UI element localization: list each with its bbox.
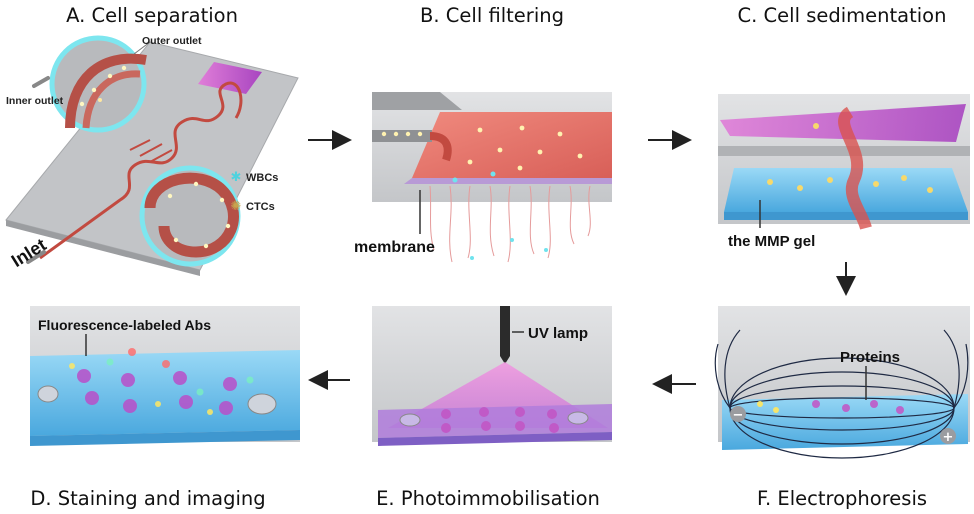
panel-staining-imaging: Fluorescence-labeled Abs xyxy=(30,306,300,446)
staining-gel xyxy=(30,350,300,436)
proteins-label: Proteins xyxy=(840,349,900,366)
inner-outlet-label: Inner outlet xyxy=(6,95,64,107)
uv-lamp-tip xyxy=(500,356,510,364)
magnified-spiral xyxy=(144,172,239,258)
outer-outlet-label: Outer outlet xyxy=(142,35,202,47)
serpentine-channel xyxy=(39,81,243,260)
cathode xyxy=(730,406,746,422)
cell-legend: ✱ WBCs ✺ CTCs xyxy=(231,170,279,214)
panel-cell-separation: Outer outlet Inner outlet Inlet ✱ WBCs ✺… xyxy=(5,35,299,276)
title-photoimmobilisation: E. Photoimmobilisation xyxy=(376,487,600,510)
filtered-fibers xyxy=(429,185,591,263)
anode xyxy=(940,428,956,444)
inflow-stream xyxy=(429,132,452,162)
inner-outlet-arrow xyxy=(32,76,50,88)
inlet-arrow xyxy=(26,250,46,264)
inlet-tube xyxy=(372,130,432,142)
inlet-label: Inlet xyxy=(8,235,50,272)
uv-lamp-label: UV lamp xyxy=(528,325,588,342)
title-staining-imaging: D. Staining and imaging xyxy=(30,487,265,510)
electrophoresis-gel xyxy=(722,394,968,450)
title-electrophoresis: F. Electrophoresis xyxy=(757,487,927,510)
sedimentation-flow xyxy=(838,106,872,230)
filter-membrane xyxy=(412,112,612,178)
fluorescence-abs-label: Fluorescence-labeled Abs xyxy=(38,317,211,333)
mmp-gel-label: the MMP gel xyxy=(728,233,815,250)
minus-label: − xyxy=(733,408,744,423)
wbc-label: WBCs xyxy=(246,172,278,184)
ctc-icon: ✺ xyxy=(231,199,242,214)
channel-turns xyxy=(129,139,173,163)
outlet-pad xyxy=(198,62,262,94)
stained-bands xyxy=(77,369,237,415)
ctc-label: CTCs xyxy=(246,201,275,213)
panel-electrophoresis: − + Proteins xyxy=(714,306,970,459)
uv-lamp-body xyxy=(500,306,510,356)
magnified-channel-outer xyxy=(65,53,147,129)
wbc-icon: ✱ xyxy=(231,170,242,185)
title-cell-sedimentation: C. Cell sedimentation xyxy=(738,4,947,27)
immobilised-bands xyxy=(441,407,559,433)
membrane-label: membrane xyxy=(354,239,435,256)
panel-cell-filtering: membrane xyxy=(354,92,612,263)
magnified-channel-inner xyxy=(82,70,141,129)
protein-bands xyxy=(812,400,904,414)
chip-edge xyxy=(6,220,200,276)
panel-photoimmobilisation: UV lamp xyxy=(372,306,612,446)
outer-outlet-leader xyxy=(133,41,151,55)
title-cell-separation: A. Cell separation xyxy=(66,4,238,27)
plus-label: + xyxy=(943,430,954,445)
field-lines xyxy=(714,329,969,459)
panel-cell-sedimentation: the MMP gel xyxy=(718,94,970,250)
title-cell-filtering: B. Cell filtering xyxy=(420,4,564,27)
